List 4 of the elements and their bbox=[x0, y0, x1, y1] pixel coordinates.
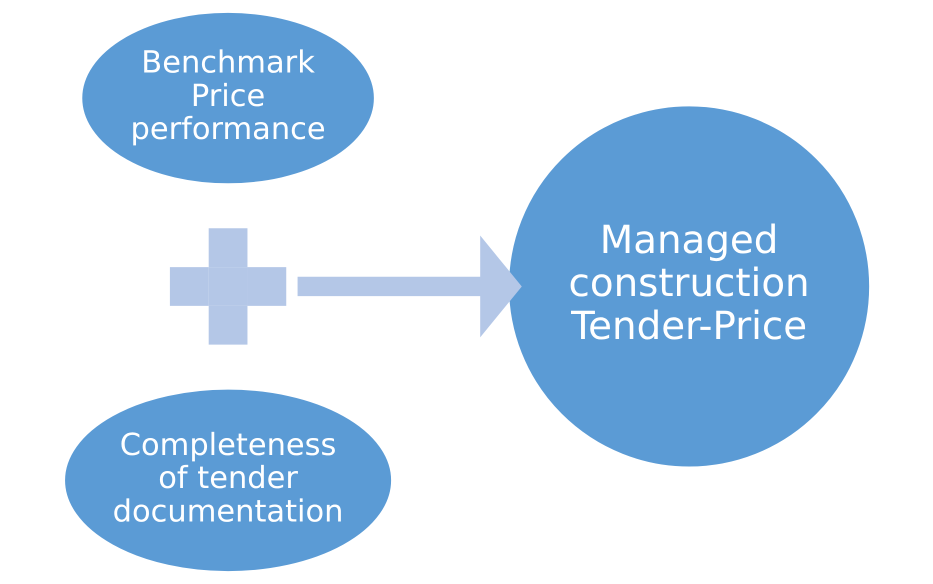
node-ellipse: Completeness of tender documentation bbox=[64, 390, 391, 572]
arrow bbox=[297, 236, 522, 338]
node-circle: Managed construction Tender-Price bbox=[508, 106, 869, 467]
node-ellipse: Benchmark Price performance bbox=[82, 12, 374, 184]
